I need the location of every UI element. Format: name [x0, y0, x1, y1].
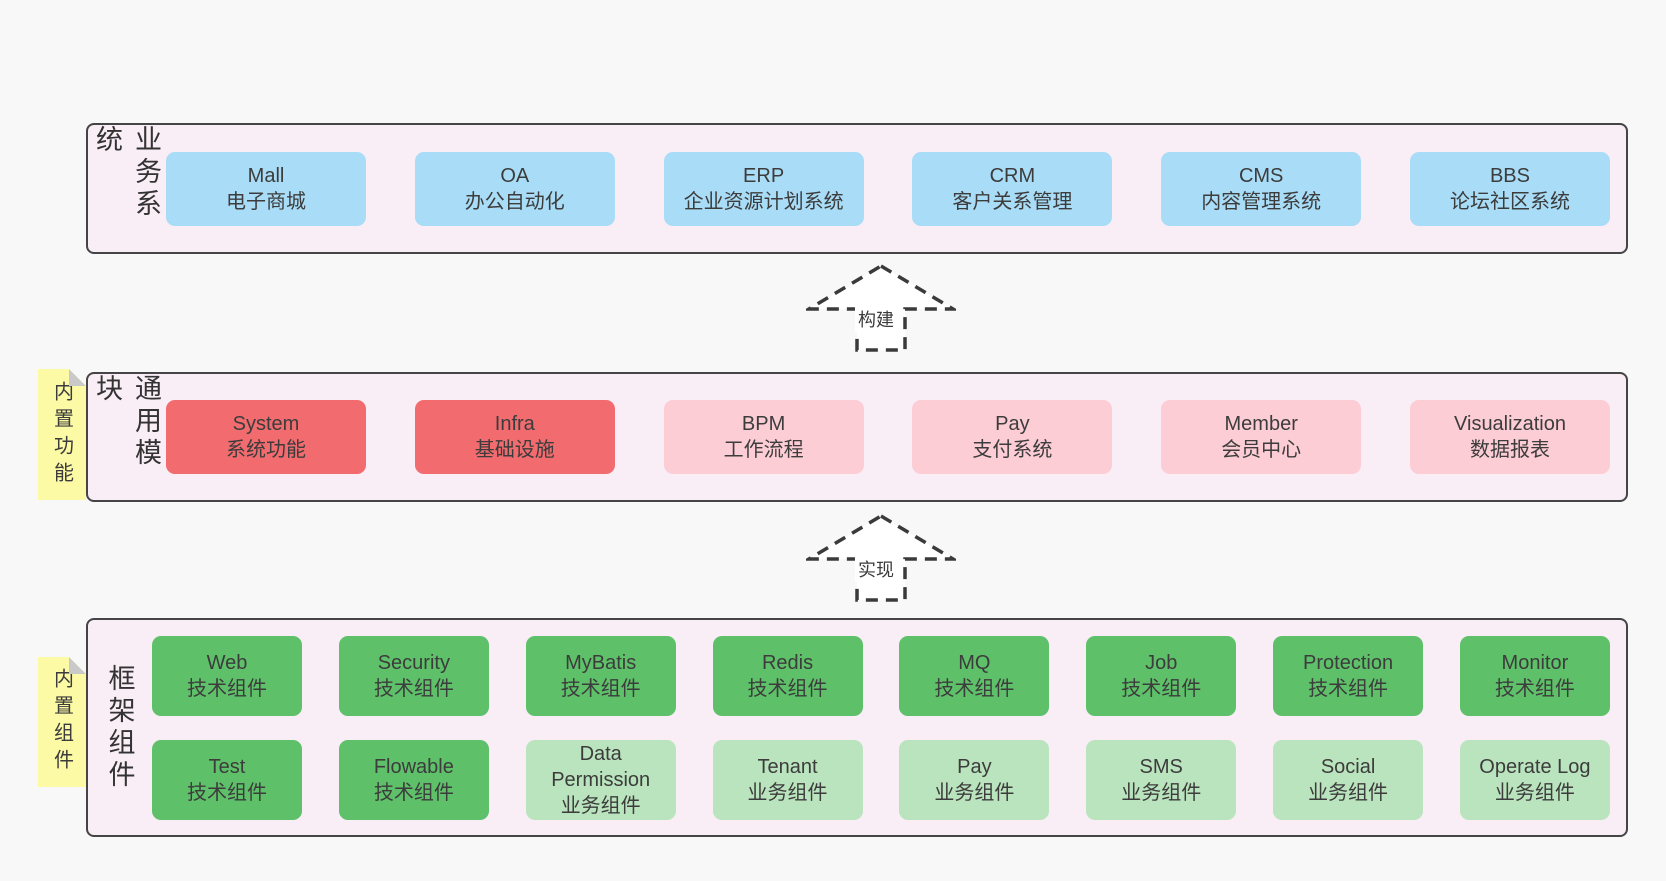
band-business-content: Mall 电子商城 OA 办公自动化 ERP 企业资源计划系统 CRM 客户关系… [166, 125, 1626, 252]
box-mybatis: MyBatis 技术组件 [525, 635, 676, 716]
note-built-in-components: 内置组件 [38, 657, 86, 787]
box-operate-log: Operate Log 业务组件 [1459, 739, 1610, 820]
band-label-common-modules: 通用模块 [92, 374, 161, 470]
box-tenant: Tenant 业务组件 [712, 739, 863, 820]
box-sms: SMS 业务组件 [1086, 739, 1237, 820]
box-data-permission: Data Permission 业务组件 [525, 739, 676, 820]
box-visualization: Visualization 数据报表 [1409, 400, 1610, 474]
band-label-business-systems: 业务系统 [92, 125, 161, 221]
box-oa: OA 办公自动化 [414, 151, 615, 226]
framework-row-2: Test 技术组件 Flowable 技术组件 Data Permission … [152, 739, 1610, 820]
band-framework-content: Web 技术组件 Security 技术组件 MyBatis 技术组件 Redi… [152, 620, 1626, 835]
arrow-implement: 实现 [806, 512, 956, 604]
note-built-in-functions-label: 内置功能 [50, 380, 73, 489]
box-monitor: Monitor 技术组件 [1459, 635, 1610, 716]
band-framework-components: 框架组件 Web 技术组件 Security 技术组件 MyBatis 技术组件… [86, 618, 1628, 837]
box-erp: ERP 企业资源计划系统 [663, 151, 864, 226]
box-security: Security 技术组件 [338, 635, 489, 716]
box-member: Member 会员中心 [1161, 400, 1362, 474]
folded-corner-icon [69, 657, 86, 674]
arrow-build-label: 构建 [854, 306, 897, 332]
box-mq: MQ 技术组件 [899, 635, 1050, 716]
box-job: Job 技术组件 [1086, 635, 1237, 716]
note-built-in-components-label: 内置组件 [50, 668, 73, 776]
box-social: Social 业务组件 [1273, 739, 1424, 820]
box-crm: CRM 客户关系管理 [912, 151, 1113, 226]
box-cms: CMS 内容管理系统 [1161, 151, 1362, 226]
box-pay-component: Pay 业务组件 [899, 739, 1050, 820]
framework-row-1: Web 技术组件 Security 技术组件 MyBatis 技术组件 Redi… [152, 635, 1610, 716]
folded-corner-icon [69, 369, 86, 386]
arrow-implement-label: 实现 [854, 556, 897, 582]
box-infra: Infra 基础设施 [414, 400, 615, 474]
box-pay-module: Pay 支付系统 [912, 400, 1113, 474]
box-system: System 系统功能 [166, 400, 366, 474]
box-bpm: BPM 工作流程 [663, 400, 864, 474]
band-label-framework-components: 框架组件 [104, 663, 135, 792]
band-business-systems: 业务系统 Mall 电子商城 OA 办公自动化 ERP 企业资源计划系统 CRM… [86, 123, 1628, 254]
band-common-modules: 通用模块 System 系统功能 Infra 基础设施 BPM 工作流程 Pay… [86, 372, 1628, 502]
note-built-in-functions: 内置功能 [38, 369, 86, 500]
arrow-build: 构建 [806, 262, 956, 354]
box-test: Test 技术组件 [152, 739, 302, 820]
band-common-content: System 系统功能 Infra 基础设施 BPM 工作流程 Pay 支付系统… [166, 374, 1626, 500]
box-mall: Mall 电子商城 [166, 151, 366, 226]
box-protection: Protection 技术组件 [1273, 635, 1424, 716]
box-web: Web 技术组件 [152, 635, 302, 716]
box-redis: Redis 技术组件 [712, 635, 863, 716]
box-flowable: Flowable 技术组件 [338, 739, 489, 820]
box-bbs: BBS 论坛社区系统 [1409, 151, 1610, 226]
